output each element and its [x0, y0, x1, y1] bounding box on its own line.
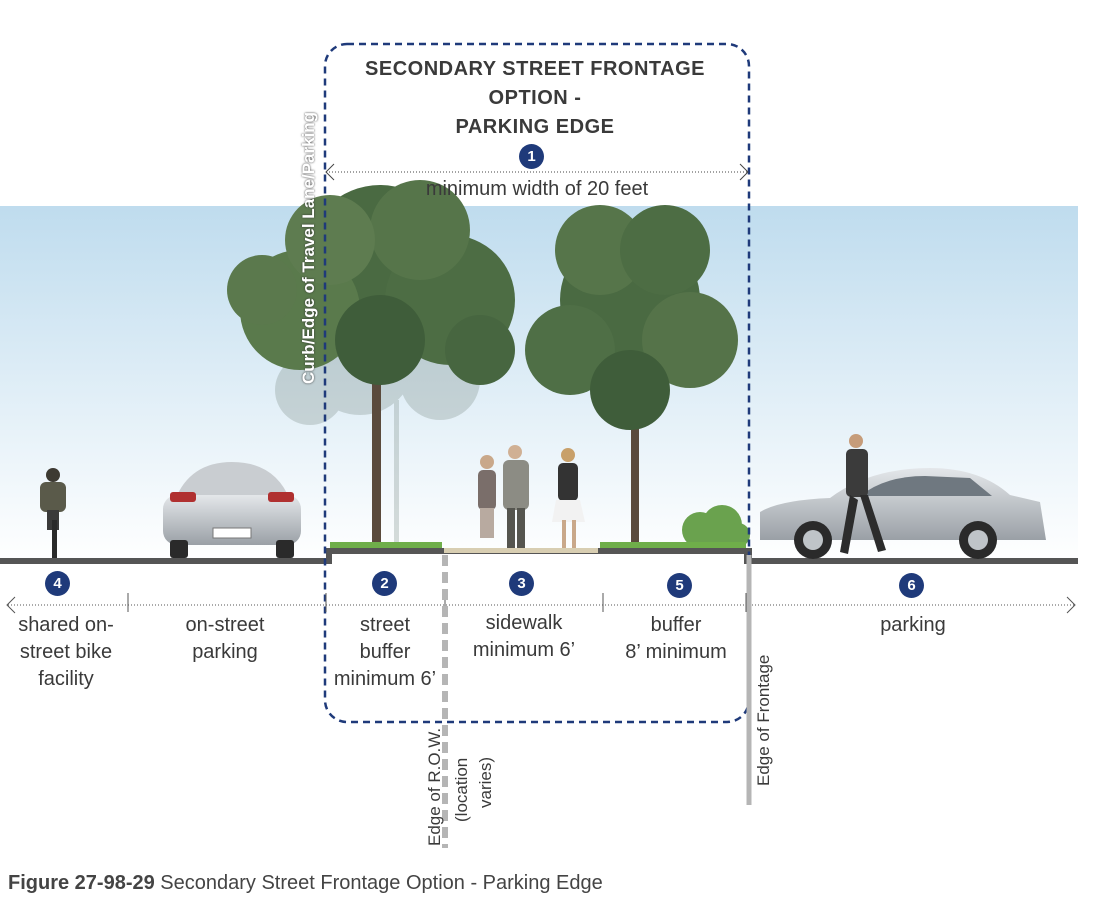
minimum-width-dimension-line: [325, 163, 749, 181]
parked-car-side-view: [760, 468, 1046, 559]
street-tree-left: [227, 180, 515, 552]
frontage-boundary-box: [323, 42, 751, 724]
parked-car-rear-view: [163, 462, 301, 558]
zone-dimension-line: [6, 593, 1076, 614]
road-surface-left: [0, 558, 330, 564]
street-tree-right: [525, 205, 738, 552]
badge-3: 3: [509, 571, 534, 596]
pedestrians-group: [478, 445, 585, 548]
grass-strip-right: [600, 542, 746, 548]
zone-label-on-street-parking: on-street parking: [185, 614, 265, 663]
row-location-label: (location: [452, 757, 471, 822]
zone-label-bike-facility: shared on- street bike facility: [18, 614, 114, 690]
figure-number: Figure 27-98-29: [8, 872, 155, 894]
badge-1: 1: [519, 144, 544, 169]
badge-6: 6: [899, 573, 924, 598]
figure-caption: Figure 27-98-29 Secondary Street Frontag…: [8, 872, 603, 895]
walking-man: [840, 434, 886, 554]
grass-strip-left: [330, 542, 442, 548]
edge-of-frontage-label: Edge of Frontage: [754, 654, 773, 786]
title-line-1: SECONDARY STREET FRONTAGE: [365, 58, 705, 80]
zone-label-sidewalk: sidewalk minimum 6’: [472, 612, 576, 661]
edge-of-row-label: Edge of R.O.W.: [425, 727, 444, 846]
road-surface-right: [752, 558, 1078, 564]
row-varies-label: varies): [476, 756, 495, 808]
zone-label-parking: parking: [880, 614, 946, 636]
diagram-title: SECONDARY STREET FRONTAGE OPTION - PARKI…: [330, 55, 740, 142]
cyclist: [40, 468, 66, 558]
shrub: [682, 505, 750, 548]
figure-caption-text: Secondary Street Frontage Option - Parki…: [154, 872, 603, 894]
badge-2: 2: [372, 571, 397, 596]
badge-5: 5: [667, 573, 692, 598]
minimum-width-label: minimum width of 20 feet: [425, 178, 649, 200]
badge-4: 4: [45, 571, 70, 596]
zone-label-buffer: buffer 8’ minimum: [625, 614, 727, 663]
title-line-3: PARKING EDGE: [455, 116, 615, 138]
zone-label-street-buffer: street buffer minimum 6’: [333, 614, 437, 690]
curb-left: [326, 548, 332, 564]
sidewalk-surface: [444, 548, 598, 553]
title-line-2: OPTION -: [488, 87, 582, 109]
curb-edge-label: Curb/Edge of Travel Lane/Parking: [299, 111, 318, 384]
